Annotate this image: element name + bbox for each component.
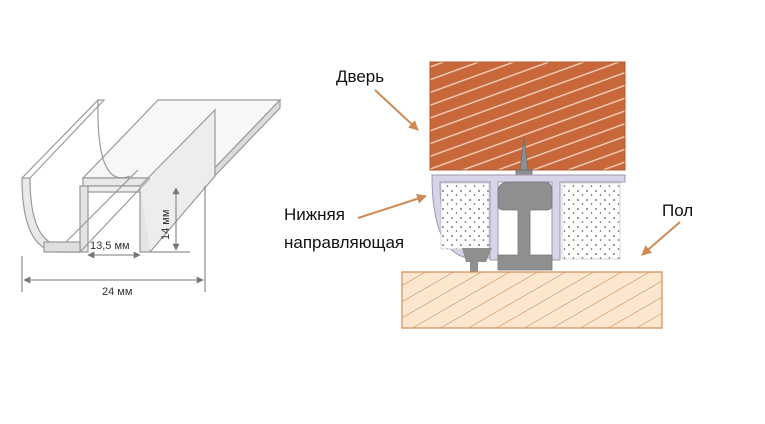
label-floor: Пол bbox=[662, 201, 693, 220]
insulation-right bbox=[561, 182, 621, 260]
screw bbox=[515, 137, 533, 176]
rail-section bbox=[431, 174, 626, 272]
callout-arrows bbox=[357, 89, 681, 256]
rail-profile-3d bbox=[21, 98, 282, 253]
dimension-lines bbox=[21, 186, 206, 292]
label-rail-line1: Нижняя bbox=[284, 205, 345, 224]
label-door: Дверь bbox=[336, 67, 384, 86]
dim-height-label: 14 мм bbox=[160, 210, 172, 240]
dim-inner-label: 13,5 мм bbox=[90, 240, 130, 252]
dim-width-label: 24 мм bbox=[102, 286, 132, 298]
floor-block bbox=[401, 271, 663, 329]
label-rail-line2: направляющая bbox=[284, 233, 404, 252]
insulation-left bbox=[440, 182, 490, 250]
roller-guide bbox=[497, 181, 553, 271]
door-block bbox=[429, 61, 626, 171]
